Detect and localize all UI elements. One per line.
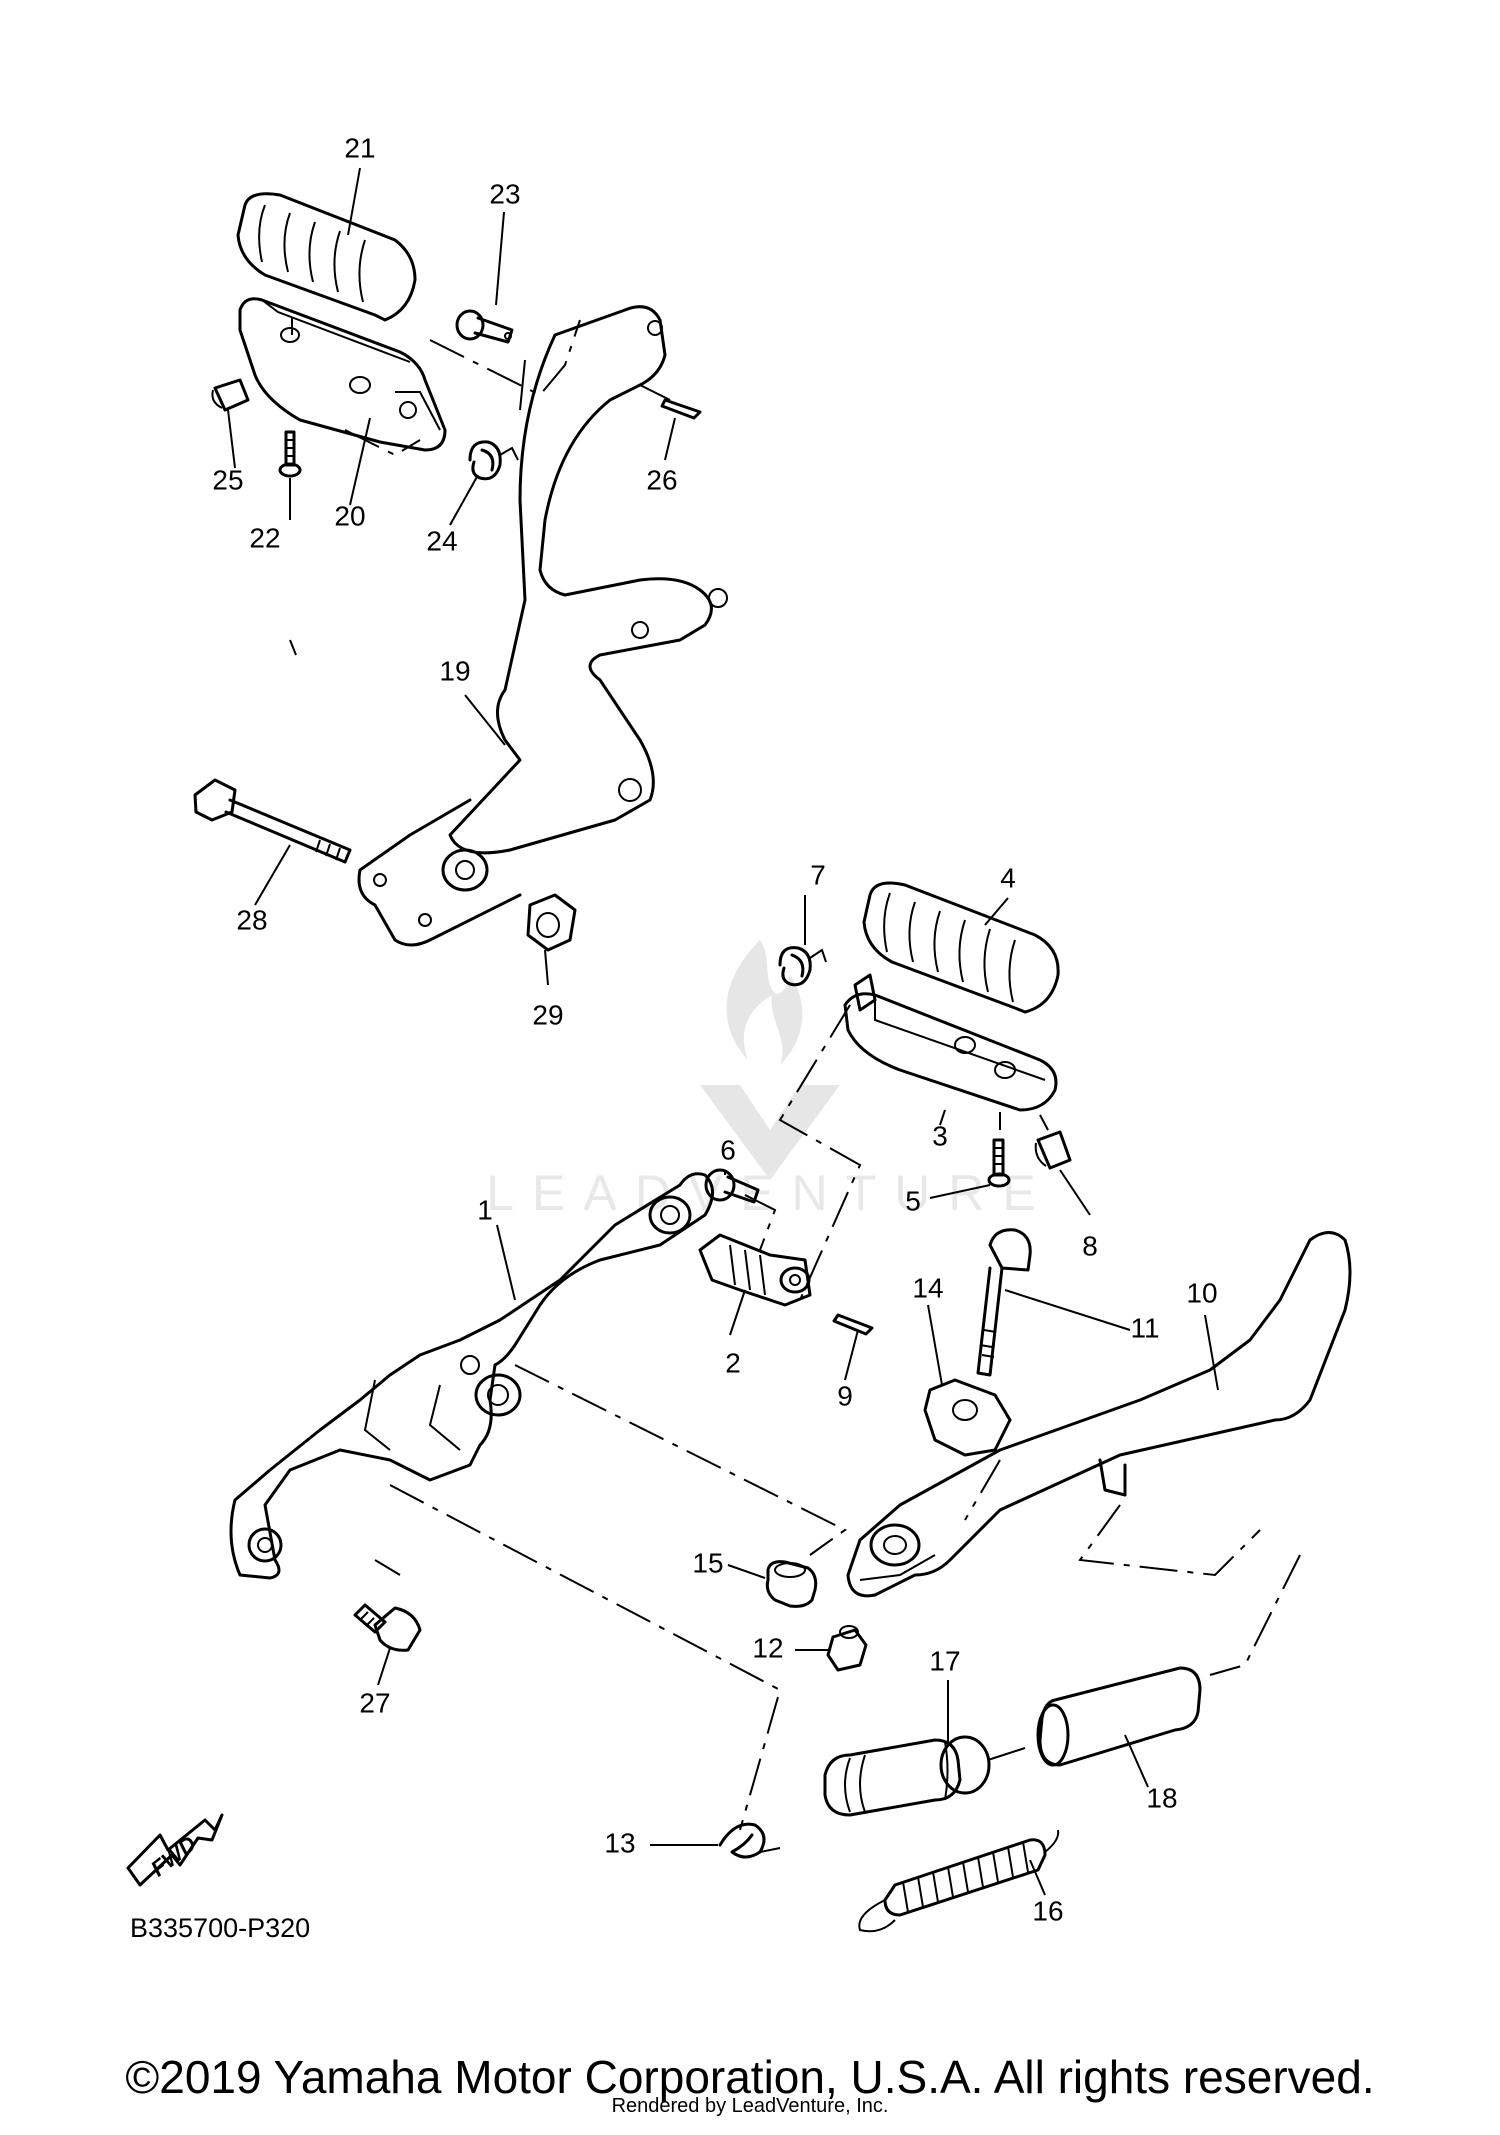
part-7-spring [778, 946, 827, 987]
part-28-long-bolt [193, 778, 352, 864]
part-1-bracket [229, 1172, 714, 1580]
callout-11: 11 [1130, 1312, 1159, 1343]
fwd-arrow: FWD [126, 1813, 224, 1887]
copyright-notice: ©2019 Yamaha Motor Corporation, U.S.A. A… [125, 2051, 1375, 2103]
callout-26: 26 [646, 464, 677, 495]
callout-24: 24 [426, 525, 457, 556]
callout-1: 1 [477, 1194, 493, 1225]
callout-17: 17 [929, 1645, 960, 1676]
part-18-tube [1036, 1666, 1202, 1767]
part-26-cotter-pin [660, 398, 702, 420]
callout-10: 10 [1186, 1277, 1217, 1308]
callout-23: 23 [489, 178, 520, 209]
part-20-footrest [238, 297, 447, 452]
part-12-nut [826, 1625, 868, 1672]
callout-15: 15 [692, 1547, 723, 1578]
callout-29: 29 [532, 999, 563, 1030]
callout-7: 7 [810, 859, 826, 890]
part-4-footrest-rubber [862, 881, 1060, 1014]
callout-6: 6 [720, 1134, 736, 1165]
part-2-pivot [698, 1233, 812, 1307]
leadventure-watermark: LEADVENTURE [486, 940, 1054, 1221]
part-10-sidestand [846, 1231, 1352, 1598]
callout-8: 8 [1082, 1230, 1098, 1261]
callout-28: 28 [236, 904, 267, 935]
callout-5: 5 [905, 1185, 921, 1216]
part-6-pin [704, 1168, 760, 1204]
part-19-footrest-bracket [357, 305, 728, 947]
part-21-footrest-rubber [236, 192, 417, 322]
leader-lines [227, 167, 1219, 1896]
assembly-lines [289, 319, 1301, 1831]
part-14-shoe [923, 1378, 1012, 1457]
part-3-footrest [843, 973, 1058, 1112]
callout-13: 13 [604, 1827, 635, 1858]
part-17-spring-cover [823, 1735, 1026, 1817]
callout-27: 27 [359, 1687, 390, 1718]
part-27-bolt [353, 1603, 422, 1652]
part-8-stopper [1034, 1130, 1072, 1170]
part-25-stopper [211, 378, 250, 412]
callout-numbers: 21 23 25 22 20 24 26 19 28 29 4 7 6 3 5 … [212, 132, 1217, 1926]
callout-16: 16 [1032, 1895, 1063, 1926]
callout-25: 25 [212, 464, 243, 495]
part-9-cotter-pin [832, 1313, 874, 1336]
callout-20: 20 [334, 500, 365, 531]
callout-12: 12 [752, 1632, 783, 1663]
callout-9: 9 [837, 1380, 853, 1411]
callout-2: 2 [725, 1347, 741, 1378]
part-15-collar [765, 1560, 818, 1608]
part-11-bolt [976, 1228, 1032, 1377]
part-5-bolt [987, 1138, 1011, 1188]
part-24-spring [468, 440, 519, 481]
part-16-spring [858, 1829, 1060, 1933]
callout-3: 3 [932, 1120, 948, 1151]
part-13-clip [718, 1822, 781, 1859]
rendered-by-note: Rendered by LeadVenture, Inc. [611, 2095, 889, 2117]
callout-14: 14 [912, 1272, 943, 1303]
callout-21: 21 [344, 132, 375, 163]
diagram-code: B335700-P320 [130, 1913, 310, 1943]
watermark-text: LEADVENTURE [486, 1165, 1054, 1221]
part-23-pin [455, 309, 514, 344]
callout-18: 18 [1146, 1782, 1177, 1813]
callout-4: 4 [1000, 862, 1016, 893]
part-22-bolt [278, 430, 302, 478]
part-29-nut [526, 893, 577, 952]
callout-19: 19 [439, 655, 470, 686]
callout-22: 22 [249, 522, 280, 553]
